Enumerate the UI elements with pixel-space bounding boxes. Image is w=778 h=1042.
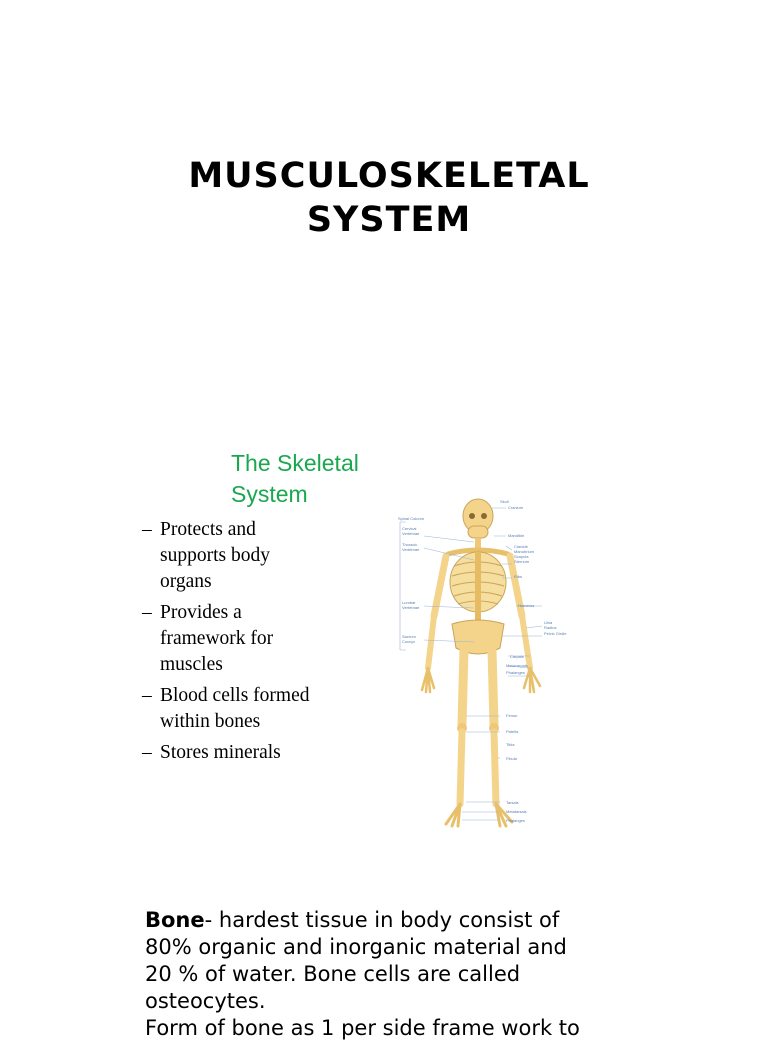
- bullet-text: Protects and: [160, 519, 256, 540]
- page-title-line-2: SYSTEM: [306, 200, 472, 240]
- bullet-item: – Provides a framework for muscles: [142, 600, 342, 678]
- clavicles: [445, 547, 511, 557]
- document-page: MUSCULOSKELETAL SYSTEM The Skeletal Syst…: [142, 156, 589, 1040]
- bone-paragraph: Bone- hardest tissue in body consist of …: [145, 907, 615, 1042]
- diagram-label: Lumbar: [402, 600, 416, 605]
- page-title: MUSCULOSKELETAL SYSTEM: [0, 154, 778, 242]
- paragraph-line-2: 80% organic and inorganic material and: [145, 935, 567, 959]
- diagram-label: Manubrium: [514, 549, 535, 554]
- bullet-text: Provides a: [160, 602, 242, 623]
- left-humerus: [430, 552, 450, 620]
- diagram-label: Patella: [506, 729, 519, 734]
- diagram-label: Cranium: [508, 505, 524, 510]
- diagram-label: Coccyx: [402, 639, 415, 644]
- bullet-item: – Stores minerals: [142, 740, 342, 766]
- diagram-label: Sternum: [514, 559, 530, 564]
- right-foot: [494, 802, 514, 828]
- diagram-label: Skull: [500, 499, 509, 504]
- left-tibia-fibula: [456, 728, 466, 808]
- bullet-dash: –: [142, 685, 152, 706]
- section-heading-line-2: System: [231, 481, 308, 507]
- paragraph-line-1-rest: - hardest tissue in body consist of: [204, 908, 560, 932]
- section-heading-line-1: The Skeletal: [231, 450, 359, 476]
- cervical-vertebrae: [475, 538, 481, 550]
- right-femur: [487, 645, 499, 729]
- skeleton-diagram: Spinal Column Cervical Vertebrae Thoraci…: [398, 498, 567, 828]
- diagram-label: Carpals: [510, 654, 524, 659]
- diagram-label: Ulna: [544, 620, 553, 625]
- section-heading: The Skeletal System: [231, 448, 401, 510]
- spine: [475, 552, 481, 632]
- skeleton-figure: [420, 498, 542, 828]
- bullet-text: within bones: [160, 711, 261, 732]
- bullet-text: Blood cells formed: [160, 685, 310, 706]
- bone-term: Bone: [145, 908, 205, 932]
- page-title-line-1: MUSCULOSKELETAL: [188, 156, 590, 196]
- left-femur: [457, 645, 469, 729]
- bullet-item: – Blood cells formed within bones: [142, 683, 342, 735]
- diagram-label: Tibia: [506, 742, 515, 747]
- right-hand: [522, 666, 542, 694]
- bullet-text: framework for: [160, 628, 274, 649]
- left-hand: [420, 666, 436, 694]
- paragraph-line-3: 20 % of water. Bone cells are called: [145, 962, 521, 986]
- bullet-text: supports body: [160, 545, 270, 566]
- diagram-label: Vertebrae: [402, 547, 420, 552]
- bullet-dash: –: [142, 742, 152, 763]
- mandible: [467, 525, 489, 539]
- bullet-dash: –: [142, 519, 152, 540]
- diagram-label: Femur: [506, 713, 518, 718]
- bullet-text: organs: [160, 571, 212, 592]
- diagram-label-lines: [399, 507, 543, 821]
- diagram-label: Radius: [544, 625, 556, 630]
- paragraph-line-4: osteocytes.: [145, 989, 266, 1013]
- diagram-label: Clavicle: [514, 544, 529, 549]
- diagram-label: Humerus: [518, 603, 534, 608]
- right-forearm: [519, 613, 533, 671]
- left-foot: [444, 802, 462, 828]
- diagram-label: Metacarpals: [506, 663, 528, 668]
- diagram-label: Tarsals: [506, 800, 519, 805]
- diagram-label: Vertebrae: [402, 531, 420, 536]
- right-tibia-fibula: [490, 728, 500, 808]
- bullet-item: – Protects and supports body organs: [142, 517, 342, 595]
- diagram-label: Ribs: [514, 574, 522, 579]
- paragraph-line-1: Bone- hardest tissue in body consist of: [145, 907, 615, 934]
- bullet-text: Stores minerals: [160, 742, 281, 763]
- diagram-label: Phalanges: [506, 818, 525, 823]
- left-forearm: [425, 613, 437, 671]
- bullet-dash: –: [142, 602, 152, 623]
- bullet-text: muscles: [160, 654, 223, 675]
- diagram-label: Cervical: [402, 526, 417, 531]
- diagram-label: Sacrum: [402, 634, 416, 639]
- diagram-label: Thoracic: [402, 542, 417, 547]
- diagram-label: Vertebrae: [402, 605, 420, 610]
- paragraph-line-5: Form of bone as 1 per side frame work to: [145, 1016, 580, 1040]
- diagram-label: Fibula: [506, 756, 518, 761]
- diagram-label: Mandible: [508, 533, 525, 538]
- diagram-labels: Spinal Column Cervical Vertebrae Thoraci…: [398, 499, 567, 823]
- diagram-label: Pelvic Girdle: [544, 631, 567, 636]
- diagram-label: Metatarsals: [506, 809, 527, 814]
- eye-socket-right: [481, 513, 487, 519]
- eye-socket-left: [469, 513, 475, 519]
- diagram-label: Phalanges: [506, 670, 525, 675]
- diagram-label: Spinal Column: [398, 516, 424, 521]
- bullet-list: – Protects and supports body organs – Pr…: [142, 517, 342, 771]
- diagram-label: Scapula: [514, 554, 529, 559]
